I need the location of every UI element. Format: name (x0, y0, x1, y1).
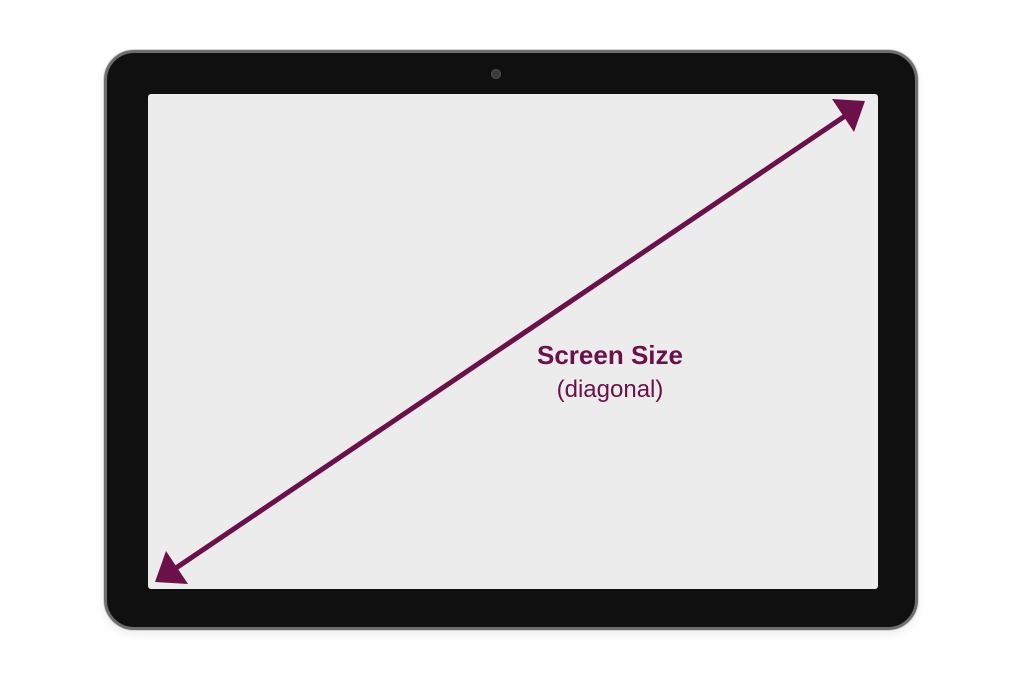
screen-size-label: Screen Size (537, 340, 683, 370)
camera-icon (491, 69, 501, 79)
diagonal-sublabel: (diagonal) (556, 376, 664, 403)
arrowhead-start-icon (155, 551, 188, 584)
arrowhead-end-icon (832, 99, 865, 132)
diagonal-arrow-line (173, 111, 851, 571)
tablet-device (104, 50, 918, 630)
